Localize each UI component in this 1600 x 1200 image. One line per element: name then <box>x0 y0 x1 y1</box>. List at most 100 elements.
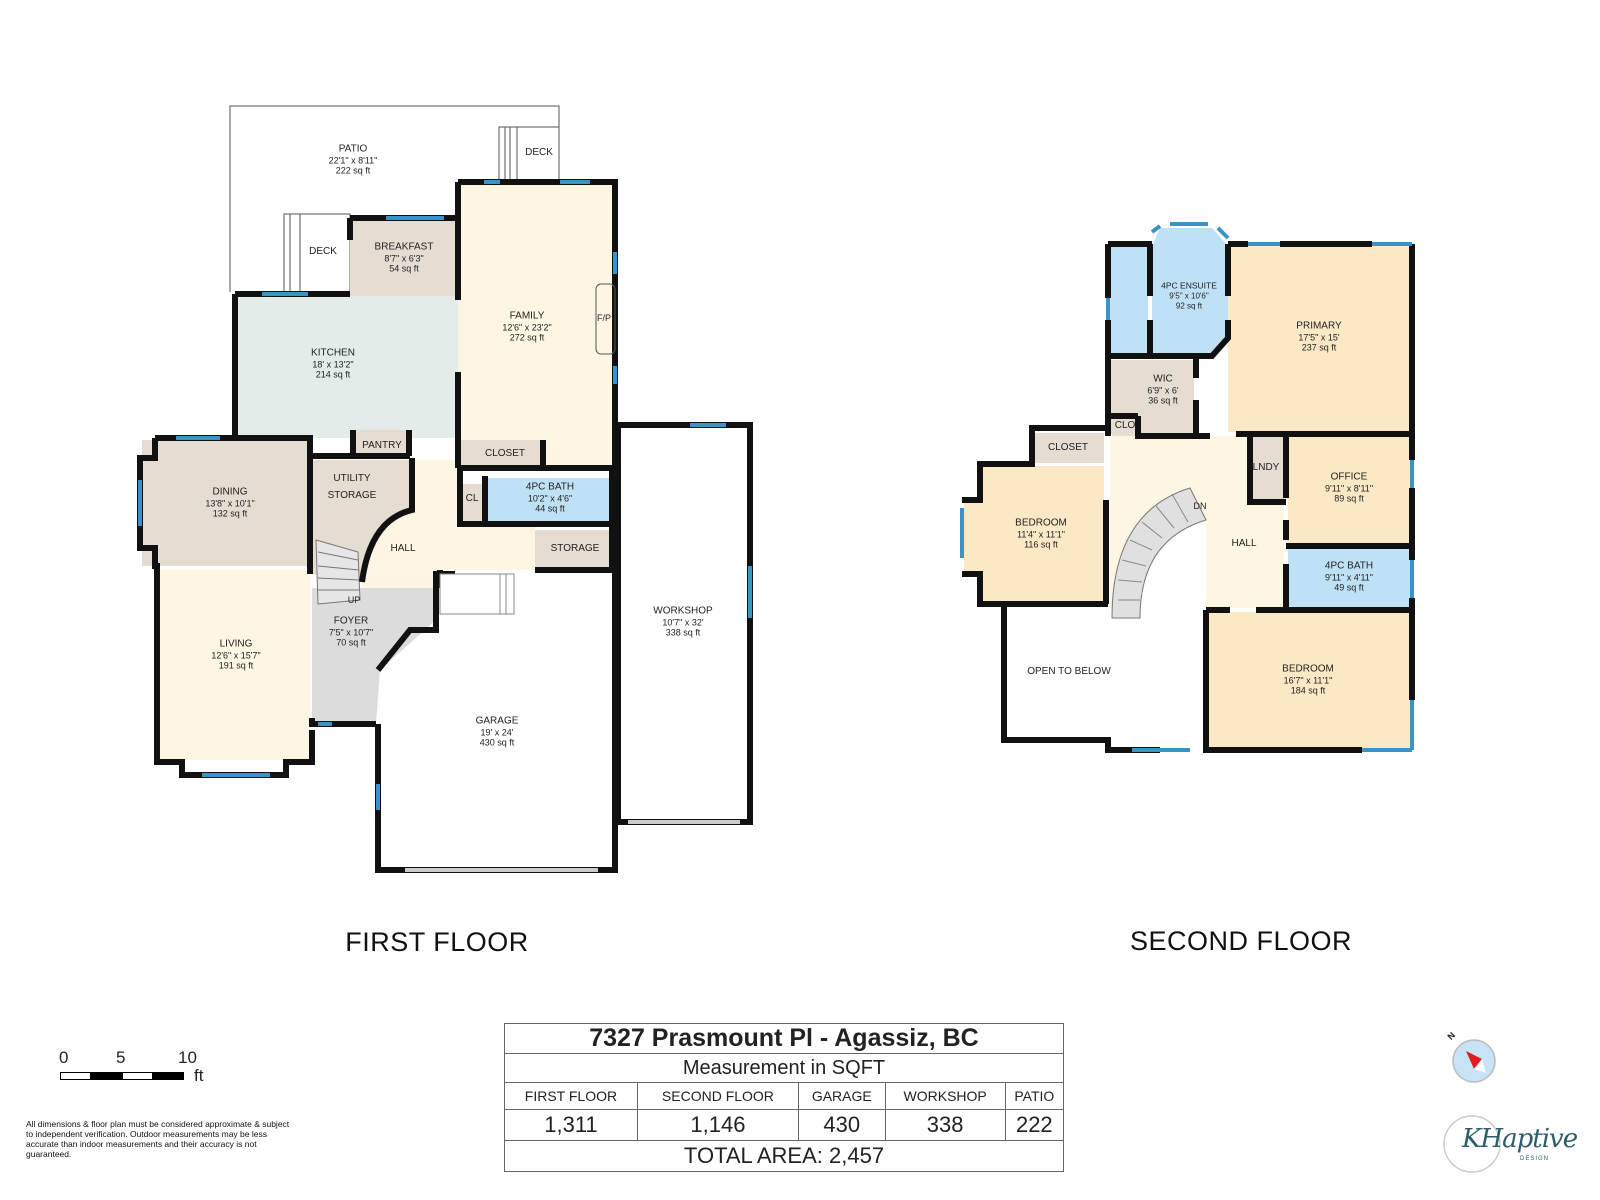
room-name: LIVING <box>219 638 253 650</box>
room-dims: 10'7" x 32' <box>662 616 704 627</box>
header-workshop: WORKSHOP <box>884 1082 1006 1110</box>
value-workshop: 338 <box>884 1109 1006 1141</box>
room-area: 89 sq ft <box>1334 493 1364 504</box>
room-dims: 6'9" x 6' <box>1147 384 1179 395</box>
room-dims: 22'1" x 8'11" <box>328 154 378 165</box>
room-kitchen: KITCHEN 18' x 13'2" 214 sq ft <box>311 348 355 380</box>
room-pantry: PANTRY <box>362 439 402 452</box>
scale-segment <box>60 1072 91 1080</box>
floor-plan-drawing <box>137 105 1415 873</box>
room-area: 132 sq ft <box>212 508 248 519</box>
room-lndy: LNDY <box>1253 462 1280 474</box>
room-dims: 19' x 24' <box>480 726 514 737</box>
room-area: 214 sq ft <box>315 369 351 380</box>
room-name: CLOSET <box>484 447 526 459</box>
stairs-up-label: UP <box>347 594 361 605</box>
room-utility-storage: UTILITY STORAGE <box>322 470 382 504</box>
value-first-floor: 1,311 <box>504 1109 638 1141</box>
room-workshop: WORKSHOP 10'7" x 32' 338 sq ft <box>653 606 712 638</box>
room-area: 92 sq ft <box>1175 301 1203 311</box>
total-area: TOTAL AREA: 2,457 <box>504 1140 1064 1172</box>
scale-segment <box>152 1072 184 1080</box>
room-dims: 9'5" x 10'6" <box>1169 290 1209 300</box>
room-name: BEDROOM <box>1282 663 1334 675</box>
room-deck-lower: DECK <box>309 245 337 258</box>
room-deck-upper: DECK <box>525 147 553 159</box>
disclaimer: All dimensions & floor plan must be cons… <box>26 1119 290 1159</box>
room-dims: 9'11" x 8'11" <box>1324 482 1374 493</box>
second-floor-plan <box>960 222 1415 753</box>
room-area: 191 sq ft <box>218 660 254 671</box>
room-name: FAMILY <box>509 310 545 322</box>
area-summary-table: 7327 Prasmount Pl - Agassiz, BC Measurem… <box>504 1023 1065 1172</box>
room-name: DECK <box>309 245 337 257</box>
room-name: CLOSET <box>1047 441 1089 453</box>
room-name: CL <box>465 492 479 504</box>
room-area: 237 sq ft <box>1301 342 1337 353</box>
scale-segment <box>122 1072 153 1080</box>
room-dims: 16'7" x 11'1" <box>1283 674 1333 685</box>
room-name: STORAGE <box>550 542 600 554</box>
header-patio: PATIO <box>1004 1082 1065 1110</box>
stairs-down-label: DN <box>1193 500 1207 511</box>
room-dims: 7'5" x 10'7" <box>328 626 374 637</box>
room-area: 70 sq ft <box>336 637 366 648</box>
room-dims: 18' x 13'2" <box>312 358 354 369</box>
scale-tick-0: 0 <box>59 1048 69 1067</box>
room-4pc-bath-2: 4PC BATH 9'11" x 4'11" 49 sq ft <box>1325 561 1373 593</box>
measurement-unit: Measurement in SQFT <box>504 1053 1064 1083</box>
property-address: 7327 Prasmount Pl - Agassiz, BC <box>504 1023 1064 1054</box>
room-area: 184 sq ft <box>1290 685 1326 696</box>
room-name: FOYER <box>333 615 369 627</box>
room-name: KITCHEN <box>311 347 355 359</box>
room-storage: STORAGE <box>550 542 600 555</box>
scale-unit: ft <box>194 1066 204 1085</box>
room-name: PANTRY <box>362 439 402 451</box>
room-area: 222 sq ft <box>335 165 371 176</box>
compass-icon: N <box>1445 1030 1498 1088</box>
room-dims: 10'2" x 4'6" <box>527 492 573 503</box>
room-area: 54 sq ft <box>389 263 419 274</box>
header-first-floor: FIRST FLOOR <box>504 1082 638 1110</box>
value-patio: 222 <box>1004 1109 1065 1141</box>
room-cl: CL <box>465 492 479 505</box>
room-4pc-bath: 4PC BATH 10'2" x 4'6" 44 sq ft <box>526 482 574 514</box>
room-name: 4PC ENSUITE <box>1161 280 1217 291</box>
room-area: 36 sq ft <box>1148 395 1178 406</box>
room-name: 4PC BATH <box>525 481 575 493</box>
room-dining: DINING 13'8" x 10'1" 132 sq ft <box>205 487 254 519</box>
header-second-floor: SECOND FLOOR <box>636 1082 799 1110</box>
value-second-floor: 1,146 <box>636 1109 799 1141</box>
room-dims: 12'6" x 23'2" <box>502 321 552 332</box>
room-area: 116 sq ft <box>1024 539 1058 550</box>
open-to-below: OPEN TO BELOW <box>1027 665 1111 678</box>
room-bedroom-3: BEDROOM 16'7" x 11'1" 184 sq ft <box>1282 664 1334 696</box>
room-name: UTILITY STORAGE <box>327 473 377 501</box>
room-clo: CLO <box>1115 420 1136 432</box>
room-dims: 17'5" x 15' <box>1298 331 1340 342</box>
second-floor-title: SECOND FLOOR <box>1129 926 1353 956</box>
room-living: LIVING 12'6" x 15'7" 191 sq ft <box>211 639 260 671</box>
room-name: OPEN TO BELOW <box>1027 665 1111 677</box>
room-name: GARAGE <box>475 715 519 727</box>
room-primary: PRIMARY 17'5" x 15' 237 sq ft <box>1296 321 1341 353</box>
room-dims: 13'8" x 10'1" <box>205 497 255 508</box>
fireplace-label: F/P <box>596 312 612 323</box>
value-garage: 430 <box>797 1109 886 1141</box>
room-name: PATIO <box>338 143 368 155</box>
room-bedroom-2: BEDROOM 11'4" x 11'1" 116 sq ft <box>1015 518 1067 550</box>
room-name: PRIMARY <box>1296 320 1342 332</box>
room-name: HALL <box>390 542 416 554</box>
room-dims: 8'7" x 6'3" <box>384 252 424 263</box>
room-area: 44 sq ft <box>535 503 565 514</box>
room-name: 4PC BATH <box>1324 560 1374 572</box>
room-foyer: FOYER 7'5" x 10'7" 70 sq ft <box>329 616 373 648</box>
scale-tick-5: 5 <box>116 1048 126 1067</box>
room-dims: 12'6" x 15'7" <box>211 649 261 660</box>
room-closet-2: CLOSET <box>1047 441 1089 454</box>
room-hall: HALL <box>390 542 416 555</box>
room-area: 338 sq ft <box>665 627 701 638</box>
room-patio: PATIO 22'1" x 8'11" 222 sq ft <box>329 144 378 176</box>
room-name: BEDROOM <box>1015 517 1067 529</box>
room-breakfast: BREAKFAST 8'7" x 6'3" 54 sq ft <box>375 242 434 274</box>
